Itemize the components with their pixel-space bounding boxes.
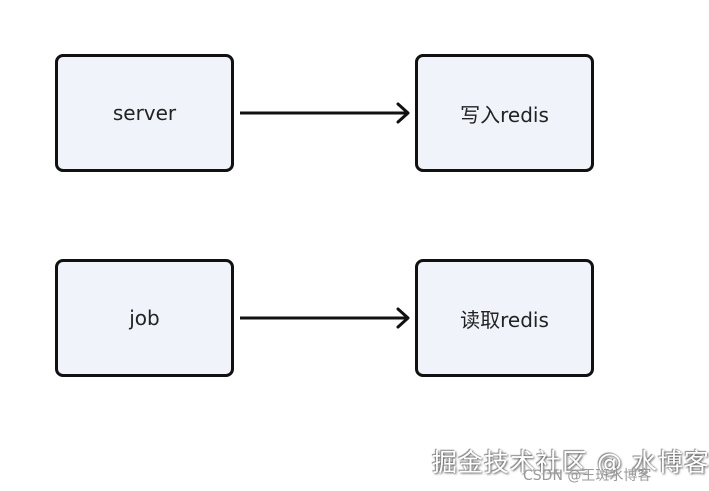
write-redis-node: 写入redis: [415, 54, 594, 172]
arrowhead-icon: [396, 307, 410, 329]
arrow-job-to-read: [240, 307, 410, 329]
server-node: server: [55, 54, 234, 172]
watermark-sub: CSDN @王斑水博客: [523, 468, 652, 484]
read-redis-node-label: 读取redis: [460, 307, 549, 332]
write-redis-node-label: 写入redis: [460, 102, 549, 127]
server-node-label: server: [112, 101, 177, 125]
arrowhead-icon: [396, 102, 410, 124]
job-node-label: job: [129, 306, 160, 330]
read-redis-node: 读取redis: [415, 259, 594, 377]
arrow-server-to-write: [240, 102, 410, 124]
watermark-main: 掘金技术社区 @ 水博客: [432, 448, 709, 477]
job-node: job: [55, 259, 234, 377]
